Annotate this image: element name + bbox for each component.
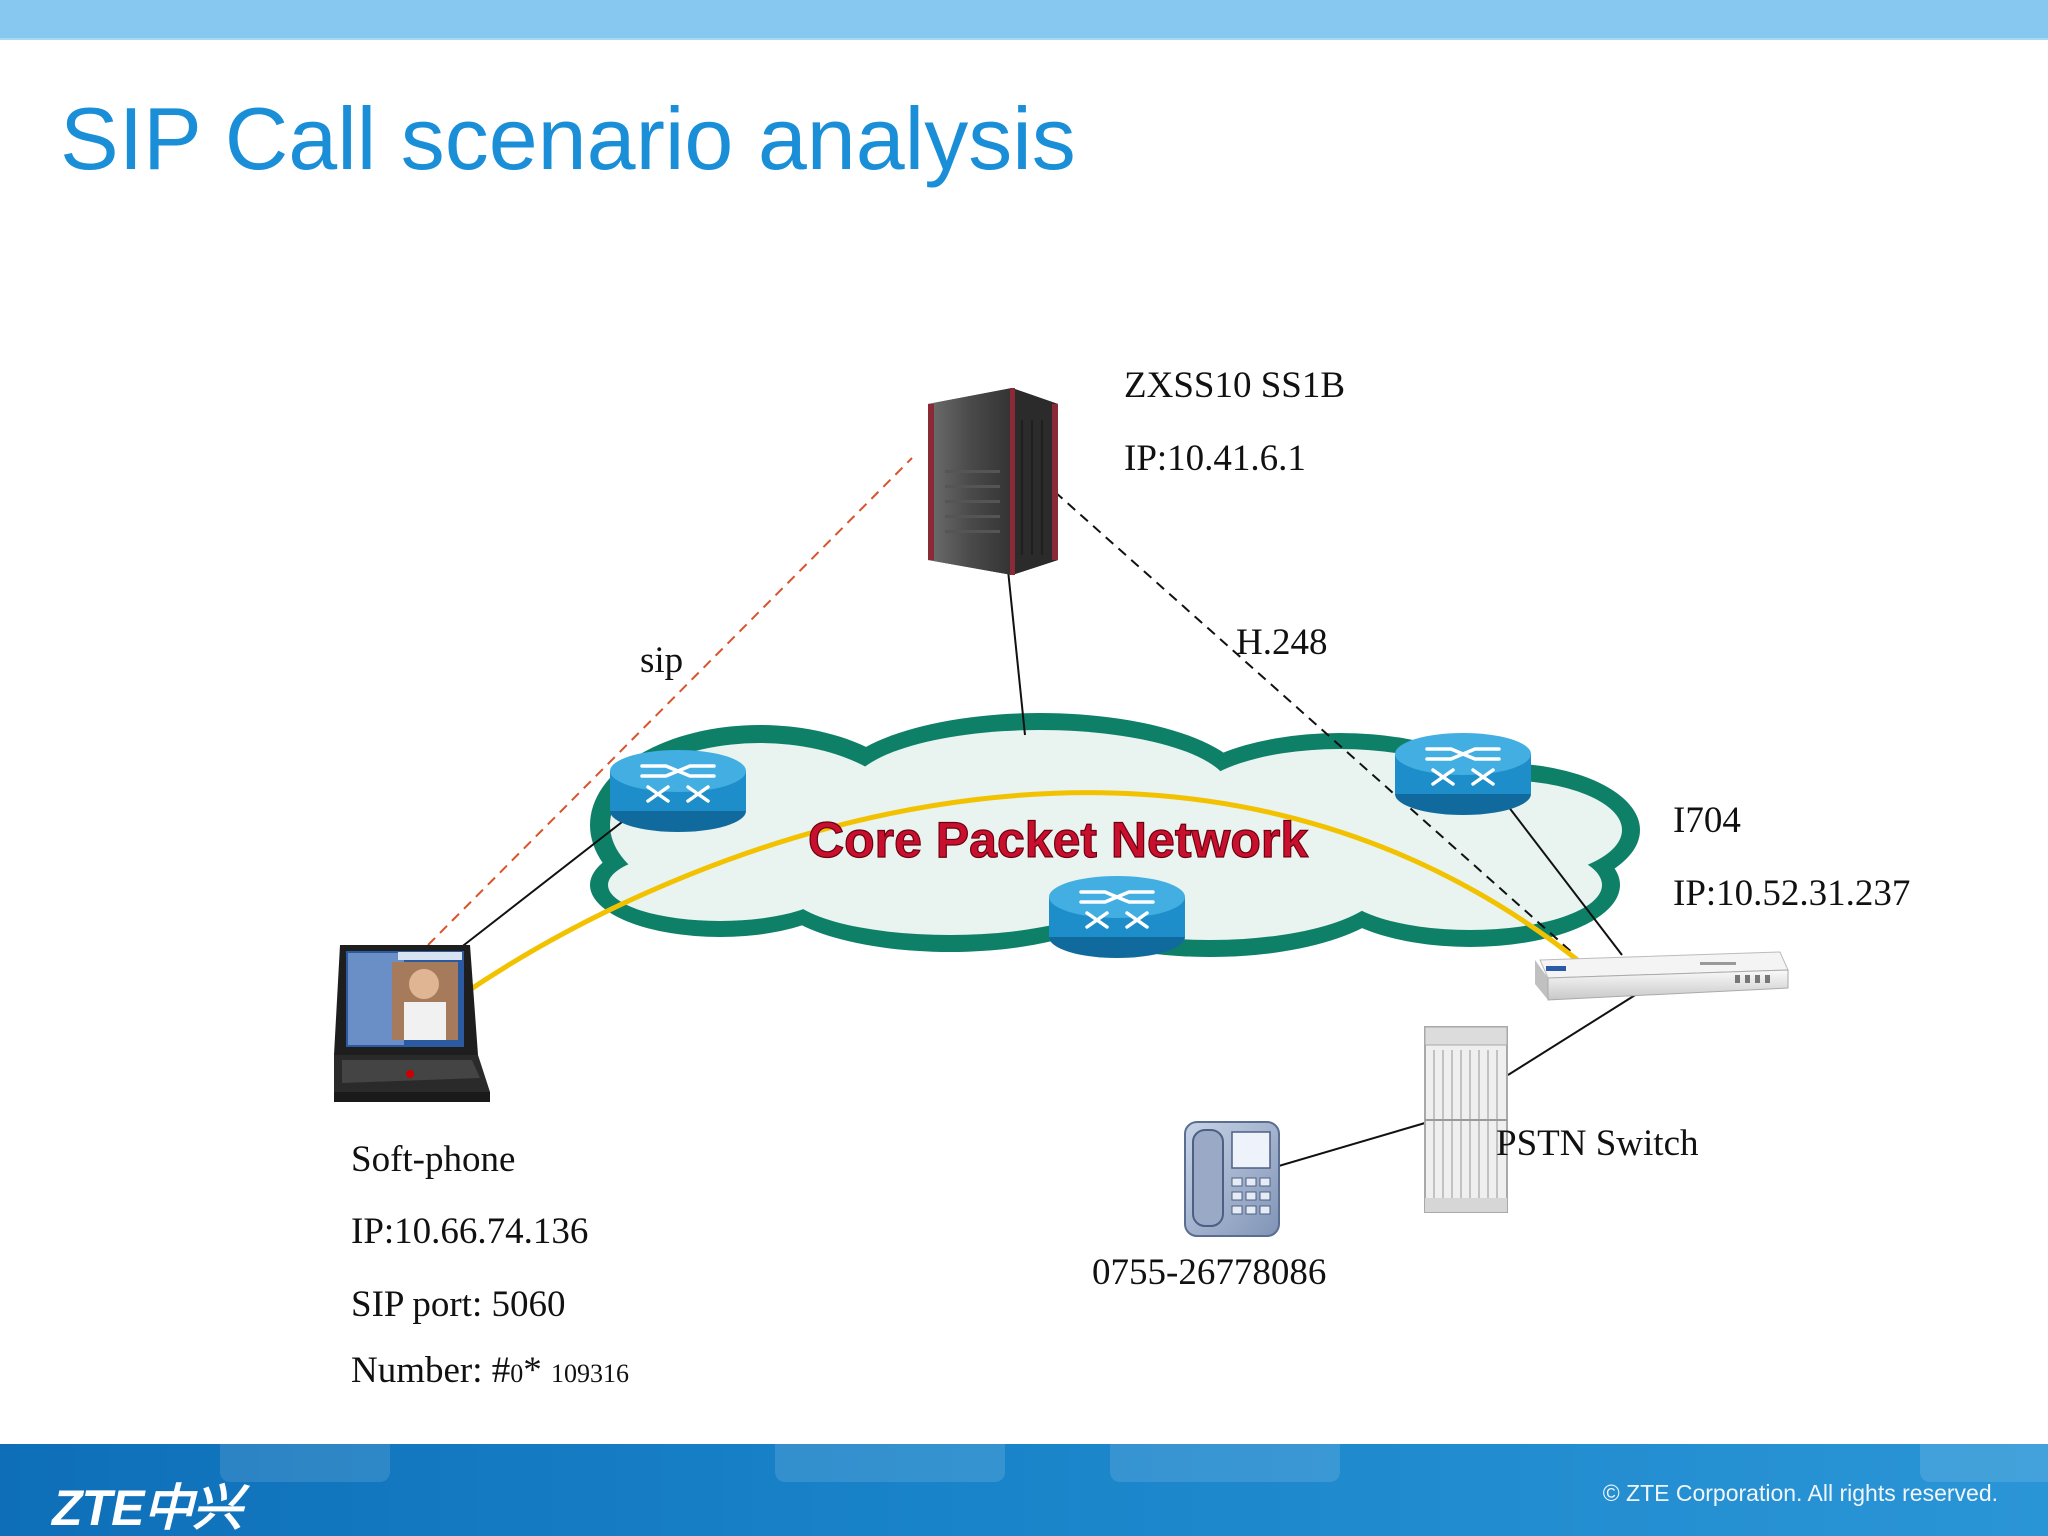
h248-protocol-label: H.248 — [1236, 622, 1328, 663]
softswitch-uplink — [1007, 569, 1026, 736]
softphone-number: Number: #0* 109316 — [351, 1350, 630, 1392]
softswitch-ip: IP:10.41.6.1 — [1124, 438, 1306, 479]
softswitch-name: ZXSS10 SS1B — [1124, 365, 1346, 406]
network-label: Core Packet Network — [808, 812, 1308, 868]
softphone-name: Soft-phone — [351, 1139, 516, 1180]
footer-bar: ZTE中兴 © ZTE Corporation. All rights rese… — [0, 1444, 2048, 1536]
softswitch-rack-icon — [928, 388, 1058, 575]
laptop-softphone-icon — [334, 945, 490, 1102]
slide-title: SIP Call scenario analysis — [60, 89, 1076, 188]
desk-phone-icon — [1184, 1121, 1280, 1237]
softphone-uplink — [454, 807, 641, 953]
gateway-name: I704 — [1673, 800, 1741, 841]
softphone-sip-port: SIP port: 5060 — [351, 1284, 566, 1325]
number-star: * — [523, 1350, 542, 1391]
pstn-switch-icon — [1424, 1026, 1508, 1213]
media-path — [460, 790, 1582, 998]
pstn-switch-label: PSTN Switch — [1496, 1123, 1699, 1164]
number-suffix: 109316 — [551, 1359, 630, 1388]
router-right — [1395, 733, 1531, 815]
pstn-gateway-link — [1507, 991, 1641, 1076]
phone-number-label: 0755-26778086 — [1092, 1252, 1327, 1293]
phone-pstn-link — [1264, 1122, 1426, 1171]
sip-signalling-link — [427, 457, 913, 946]
number-prefix: Number: # — [351, 1350, 511, 1391]
softphone-ip: IP:10.66.74.136 — [351, 1211, 589, 1252]
top-bar — [0, 0, 2048, 40]
gateway-uplink — [1497, 792, 1623, 956]
gateway-ip: IP:10.52.31.237 — [1673, 873, 1911, 914]
router-center — [1049, 876, 1185, 958]
number-zero: 0 — [510, 1359, 524, 1388]
gateway-device-icon — [1535, 951, 1789, 1001]
zte-logo: ZTE中兴 — [52, 1480, 242, 1536]
router-left — [610, 750, 746, 832]
sip-protocol-label: sip — [640, 640, 684, 681]
copyright-notice: © ZTE Corporation. All rights reserved. — [1602, 1480, 1998, 1506]
h248-signalling-link — [1054, 491, 1576, 956]
links — [427, 457, 1641, 1171]
